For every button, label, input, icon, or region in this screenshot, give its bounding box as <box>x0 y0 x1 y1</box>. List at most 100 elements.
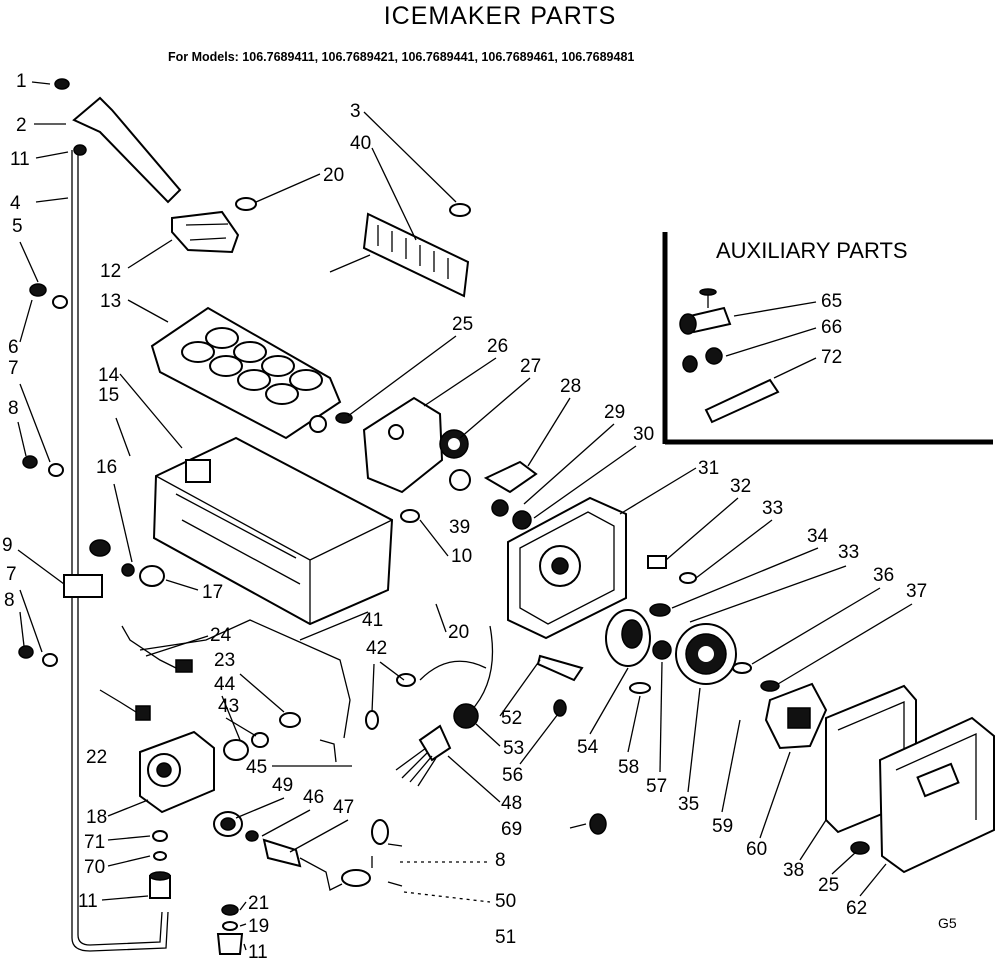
callout-19: 19 <box>248 916 269 937</box>
callout-53: 53 <box>503 738 524 759</box>
callout-4: 4 <box>10 193 21 214</box>
callout-9: 9 <box>2 535 13 556</box>
inlet-fittings <box>213 712 403 955</box>
callout-65: 65 <box>821 291 842 312</box>
covers <box>825 684 995 874</box>
callout-48: 48 <box>501 793 522 814</box>
callout-72: 72 <box>821 347 842 368</box>
callout-58: 58 <box>618 757 639 778</box>
callout-11: 11 <box>248 942 268 963</box>
callout-25: 25 <box>452 314 473 335</box>
tube-clamp <box>63 574 103 598</box>
callout-21: 21 <box>248 893 269 914</box>
callout-44: 44 <box>214 674 236 695</box>
callout-47: 47 <box>333 797 354 818</box>
callout-33: 33 <box>838 542 859 563</box>
small-switch-parts <box>647 555 697 617</box>
drive-motor <box>536 609 737 717</box>
callout-33: 33 <box>762 498 783 519</box>
callout-22: 22 <box>86 747 107 768</box>
housing <box>152 436 394 626</box>
callout-51: 51 <box>495 927 516 948</box>
auxiliary-parts-title: AUXILIARY PARTS <box>716 238 908 263</box>
callout-7: 7 <box>6 564 17 585</box>
leader-lines <box>17 81 913 951</box>
callout-11: 11 <box>78 891 98 912</box>
callout-30: 30 <box>633 424 654 445</box>
callout-25: 25 <box>818 875 839 896</box>
callout-66: 66 <box>821 317 842 338</box>
callout-18: 18 <box>86 807 107 828</box>
mounting-bracket <box>171 210 240 254</box>
auxiliary-parts <box>679 288 780 424</box>
callout-62: 62 <box>846 898 867 919</box>
callout-7: 7 <box>8 358 19 379</box>
ice-mold <box>150 306 342 440</box>
callout-11: 11 <box>10 149 30 170</box>
wiring-harness <box>365 625 607 835</box>
motor-housing <box>507 496 627 640</box>
callout-2: 2 <box>16 115 27 136</box>
callout-12: 12 <box>100 261 121 282</box>
callout-40: 40 <box>350 133 371 154</box>
callout-71: 71 <box>84 832 105 853</box>
callout-16: 16 <box>96 457 117 478</box>
callout-36: 36 <box>873 565 894 586</box>
heater-wires <box>89 539 351 739</box>
callout-27: 27 <box>520 356 541 377</box>
callout-54: 54 <box>577 737 599 758</box>
shield <box>235 197 471 298</box>
callout-69: 69 <box>501 819 522 840</box>
page-title: ICEMAKER PARTS <box>383 2 617 30</box>
gears <box>400 429 538 530</box>
callout-14: 14 <box>98 365 120 386</box>
fill-cup <box>54 78 182 204</box>
callout-70: 70 <box>84 857 105 878</box>
callout-10: 10 <box>451 546 472 567</box>
callout-56: 56 <box>502 765 523 786</box>
callout-37: 37 <box>906 581 927 602</box>
callout-17: 17 <box>202 582 223 603</box>
callout-38: 38 <box>783 860 804 881</box>
callout-52: 52 <box>501 708 522 729</box>
left-screws <box>18 283 68 667</box>
callout-35: 35 <box>678 794 699 815</box>
callout-26: 26 <box>487 336 508 357</box>
callout-31: 31 <box>698 458 719 479</box>
callout-46: 46 <box>303 787 324 808</box>
callout-34: 34 <box>807 526 829 547</box>
water-fill-tube <box>63 150 169 952</box>
thermostat-assembly <box>732 662 828 750</box>
callout-8: 8 <box>4 590 15 611</box>
model-list: For Models: 106.7689411, 106.7689421, 10… <box>168 50 635 64</box>
callout-6: 6 <box>8 337 19 358</box>
callout-59: 59 <box>712 816 733 837</box>
callout-20: 20 <box>323 165 344 186</box>
screw-part-1 <box>54 78 70 90</box>
callout-45: 45 <box>246 757 267 778</box>
water-valve <box>139 730 215 899</box>
callout-41: 41 <box>362 610 383 631</box>
callout-50: 50 <box>495 891 516 912</box>
callout-49: 49 <box>272 775 293 796</box>
callout-8: 8 <box>8 398 19 419</box>
callout-28: 28 <box>560 376 581 397</box>
callout-24: 24 <box>210 625 232 646</box>
diagram-code: G5 <box>938 915 957 931</box>
callout-43: 43 <box>218 696 239 717</box>
callout-8: 8 <box>495 850 506 871</box>
callout-15: 15 <box>98 385 119 406</box>
callout-23: 23 <box>214 650 235 671</box>
callout-13: 13 <box>100 291 121 312</box>
mounting-plate <box>335 396 444 494</box>
callout-20: 20 <box>448 622 469 643</box>
callout-57: 57 <box>646 776 667 797</box>
callout-29: 29 <box>604 402 625 423</box>
callout-39: 39 <box>449 517 470 538</box>
callout-60: 60 <box>746 839 767 860</box>
callout-32: 32 <box>730 476 751 497</box>
auxiliary-frame <box>662 232 993 445</box>
